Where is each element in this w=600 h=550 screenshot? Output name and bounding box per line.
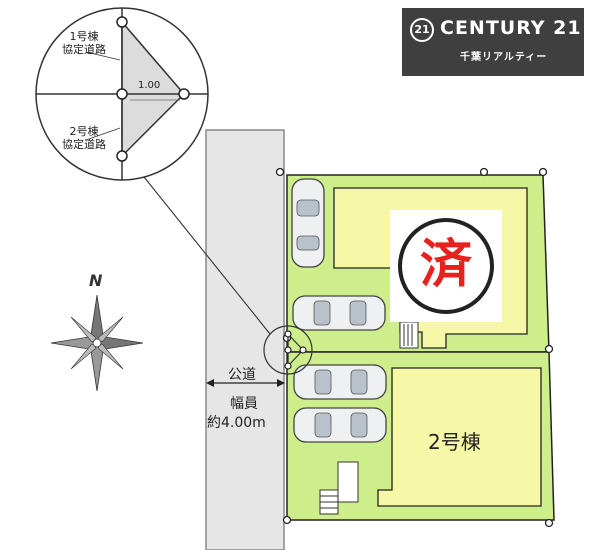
inset-lower-label: 2号棟 協定道路 <box>62 125 106 151</box>
sold-mark: 済 <box>398 218 494 314</box>
century21-logo: 21 CENTURY 21 千葉リアルティー <box>402 8 584 76</box>
sold-stamp: 済 <box>390 210 502 322</box>
road-name: 公道 <box>228 367 256 383</box>
car-icon <box>291 178 325 268</box>
road-width-value: 約4.00m <box>207 415 266 431</box>
logo-brand: CENTURY 21 <box>440 17 582 39</box>
road-width-label: 幅員 <box>230 396 258 412</box>
inset-dimension: 1.00 <box>138 80 161 91</box>
car-icon <box>292 295 386 331</box>
car-icon <box>293 407 387 443</box>
logo-branch: 千葉リアルティー <box>460 52 548 63</box>
porch-2 <box>337 461 359 503</box>
inset-magnifier <box>35 7 209 181</box>
porch-1 <box>399 321 419 349</box>
compass-rose-icon <box>50 294 144 392</box>
building-2-footprint <box>377 367 542 507</box>
compass-north-label: N <box>89 271 103 290</box>
detail-circle <box>263 325 313 375</box>
inset-upper-label: 1号棟 協定道路 <box>62 30 106 56</box>
car-icon <box>293 364 387 400</box>
public-road <box>205 129 285 550</box>
lot-2-label: 2号棟 <box>428 430 481 454</box>
road-width-dimension <box>206 379 285 387</box>
logo-mark: 21 <box>410 18 434 42</box>
